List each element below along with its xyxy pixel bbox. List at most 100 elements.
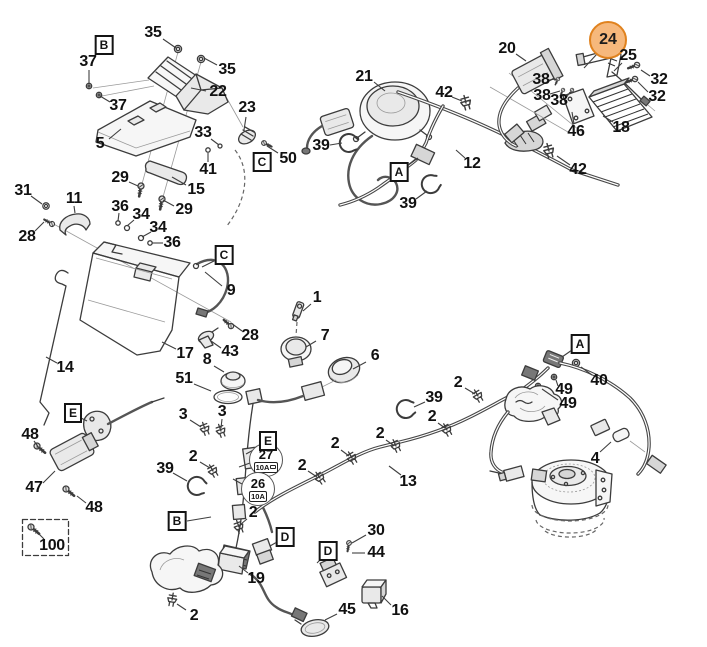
ref-letter-E[interactable]: E [63, 403, 83, 423]
leader-line [413, 401, 426, 408]
part-number-19[interactable]: 19 [247, 570, 265, 587]
leader-line [437, 422, 446, 429]
part-number-6[interactable]: 6 [370, 347, 380, 364]
part-number-33[interactable]: 33 [194, 124, 212, 141]
part-number-2[interactable]: 2 [453, 374, 463, 391]
part-number-20[interactable]: 20 [498, 40, 516, 57]
part-number-2[interactable]: 2 [188, 448, 198, 465]
part-number-44[interactable]: 44 [367, 544, 385, 561]
part-number-29[interactable]: 29 [111, 169, 129, 186]
part-number-38[interactable]: 38 [533, 87, 551, 104]
leader-line [204, 271, 223, 287]
leader-line [561, 349, 573, 358]
part-number-49[interactable]: 49 [555, 381, 573, 398]
part-number-42[interactable]: 42 [569, 161, 587, 178]
fuse-rating-badge: 10A [249, 490, 267, 502]
leader-line [203, 57, 218, 66]
ref-letter-D[interactable]: D [318, 541, 338, 561]
part-number-47[interactable]: 47 [25, 479, 43, 496]
selected-part-callout[interactable]: 24 [589, 21, 627, 59]
part-cable-45 [248, 572, 330, 637]
part-number-2[interactable]: 2 [330, 435, 340, 452]
part-number-36[interactable]: 36 [111, 198, 129, 215]
part-number-37[interactable]: 37 [109, 97, 127, 114]
part-number-3[interactable]: 3 [178, 406, 188, 423]
part-number-46[interactable]: 46 [567, 123, 585, 140]
part-number-38[interactable]: 38 [550, 92, 568, 109]
part-number-21[interactable]: 21 [355, 68, 373, 85]
part-number-34[interactable]: 34 [149, 219, 167, 236]
part-number-7[interactable]: 7 [320, 327, 330, 344]
part-number-39[interactable]: 39 [399, 195, 417, 212]
part-number-38[interactable]: 38 [532, 71, 550, 88]
ref-letter-C[interactable]: C [214, 245, 234, 265]
part-number-13[interactable]: 13 [399, 473, 417, 490]
part-number-51[interactable]: 51 [175, 370, 193, 387]
part-number-32[interactable]: 32 [648, 88, 666, 105]
part-number-39[interactable]: 39 [156, 460, 174, 477]
leader-line [373, 81, 386, 92]
part-number-2[interactable]: 2 [427, 408, 437, 425]
part-ignition-switch-group [256, 301, 361, 404]
part-number-9[interactable]: 9 [226, 282, 236, 299]
leader-line [555, 379, 559, 387]
fuse-rating: 10A [251, 491, 265, 501]
part-number-36[interactable]: 36 [163, 234, 181, 251]
part-number-2[interactable]: 2 [297, 457, 307, 474]
part-number-37[interactable]: 37 [79, 53, 97, 70]
part-number-22[interactable]: 22 [209, 83, 227, 100]
part-number-8[interactable]: 8 [202, 351, 212, 368]
part-number-40[interactable]: 40 [590, 372, 608, 389]
leader-line [161, 341, 177, 350]
part-number-2[interactable]: 2 [189, 607, 199, 624]
part-number-100[interactable]: 100 [39, 537, 65, 554]
leader-line [599, 441, 612, 453]
part-number-48[interactable]: 48 [85, 499, 103, 516]
part-number-2[interactable]: 2 [375, 425, 385, 442]
leader-line [232, 478, 243, 485]
ref-letter-C[interactable]: C [252, 152, 272, 172]
part-number-42[interactable]: 42 [435, 84, 453, 101]
part-number-34[interactable]: 34 [132, 206, 150, 223]
part-number-50[interactable]: 50 [279, 150, 297, 167]
part-number-23[interactable]: 23 [238, 99, 256, 116]
part-cover-6 [327, 356, 361, 384]
part-number-25[interactable]: 25 [619, 47, 637, 64]
part-number-41[interactable]: 41 [199, 161, 217, 178]
part-number-12[interactable]: 12 [463, 155, 481, 172]
part-number-15[interactable]: 15 [187, 181, 205, 198]
part-number-39[interactable]: 39 [312, 137, 330, 154]
part-number-39[interactable]: 39 [425, 389, 443, 406]
ref-letter-B[interactable]: B [167, 511, 187, 531]
part-number-49[interactable]: 49 [559, 395, 577, 412]
part-number-35[interactable]: 35 [218, 61, 236, 78]
part-number-29[interactable]: 29 [175, 201, 193, 218]
part-number-17[interactable]: 17 [176, 345, 194, 362]
part-number-5[interactable]: 5 [95, 135, 105, 152]
part-number-2[interactable]: 2 [248, 504, 258, 521]
part-number-35[interactable]: 35 [144, 24, 162, 41]
part-number-4[interactable]: 4 [590, 450, 600, 467]
part-number-3[interactable]: 3 [217, 403, 227, 420]
ref-letter-A[interactable]: A [570, 334, 590, 354]
part-number-14[interactable]: 14 [56, 359, 74, 376]
ref-letter-B[interactable]: B [94, 35, 114, 55]
part-number-45[interactable]: 45 [338, 601, 356, 618]
ref-letter-A[interactable]: A [389, 162, 409, 182]
part-number-48[interactable]: 48 [21, 426, 39, 443]
part-number-11[interactable]: 11 [65, 190, 83, 207]
part-number-32[interactable]: 32 [650, 71, 668, 88]
part-number-1[interactable]: 1 [312, 289, 322, 306]
ref-letter-D[interactable]: D [275, 527, 295, 547]
part-battery-assembly [39, 202, 246, 426]
ref-letter-E[interactable]: E [258, 431, 278, 451]
part-number-28[interactable]: 28 [18, 228, 36, 245]
part-number-30[interactable]: 30 [367, 522, 385, 539]
part-number-18[interactable]: 18 [612, 119, 630, 136]
part-number-43[interactable]: 43 [221, 343, 239, 360]
part-number-16[interactable]: 16 [391, 602, 409, 619]
part-number-31[interactable]: 31 [14, 182, 32, 199]
part-solenoid-group [21, 397, 165, 557]
part-number-28[interactable]: 28 [241, 327, 259, 344]
part-ground-cable-9 [192, 258, 230, 318]
